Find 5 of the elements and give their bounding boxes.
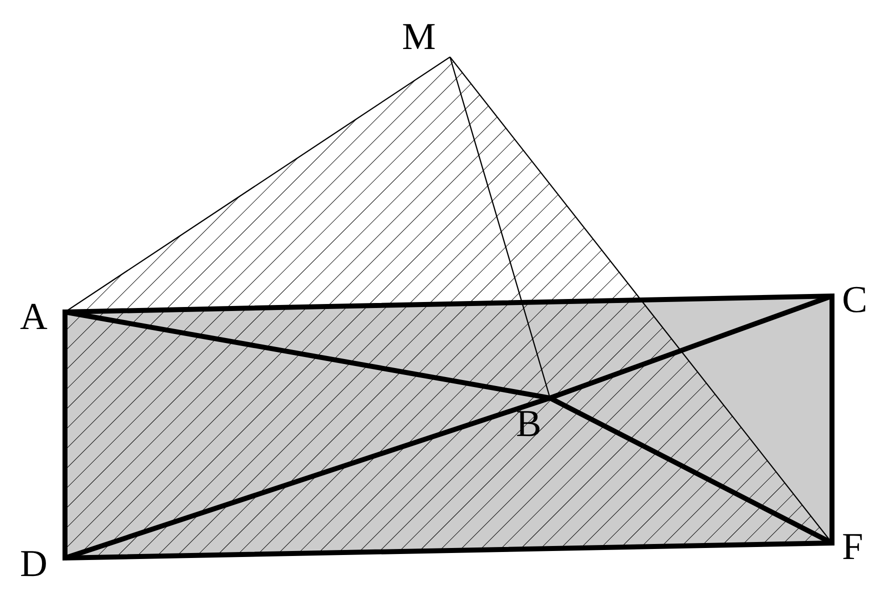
point-label: C — [842, 281, 868, 319]
point-label: D — [20, 545, 48, 583]
point-label: A — [20, 298, 48, 336]
point-label: F — [842, 528, 864, 566]
point-label: M — [402, 18, 436, 56]
